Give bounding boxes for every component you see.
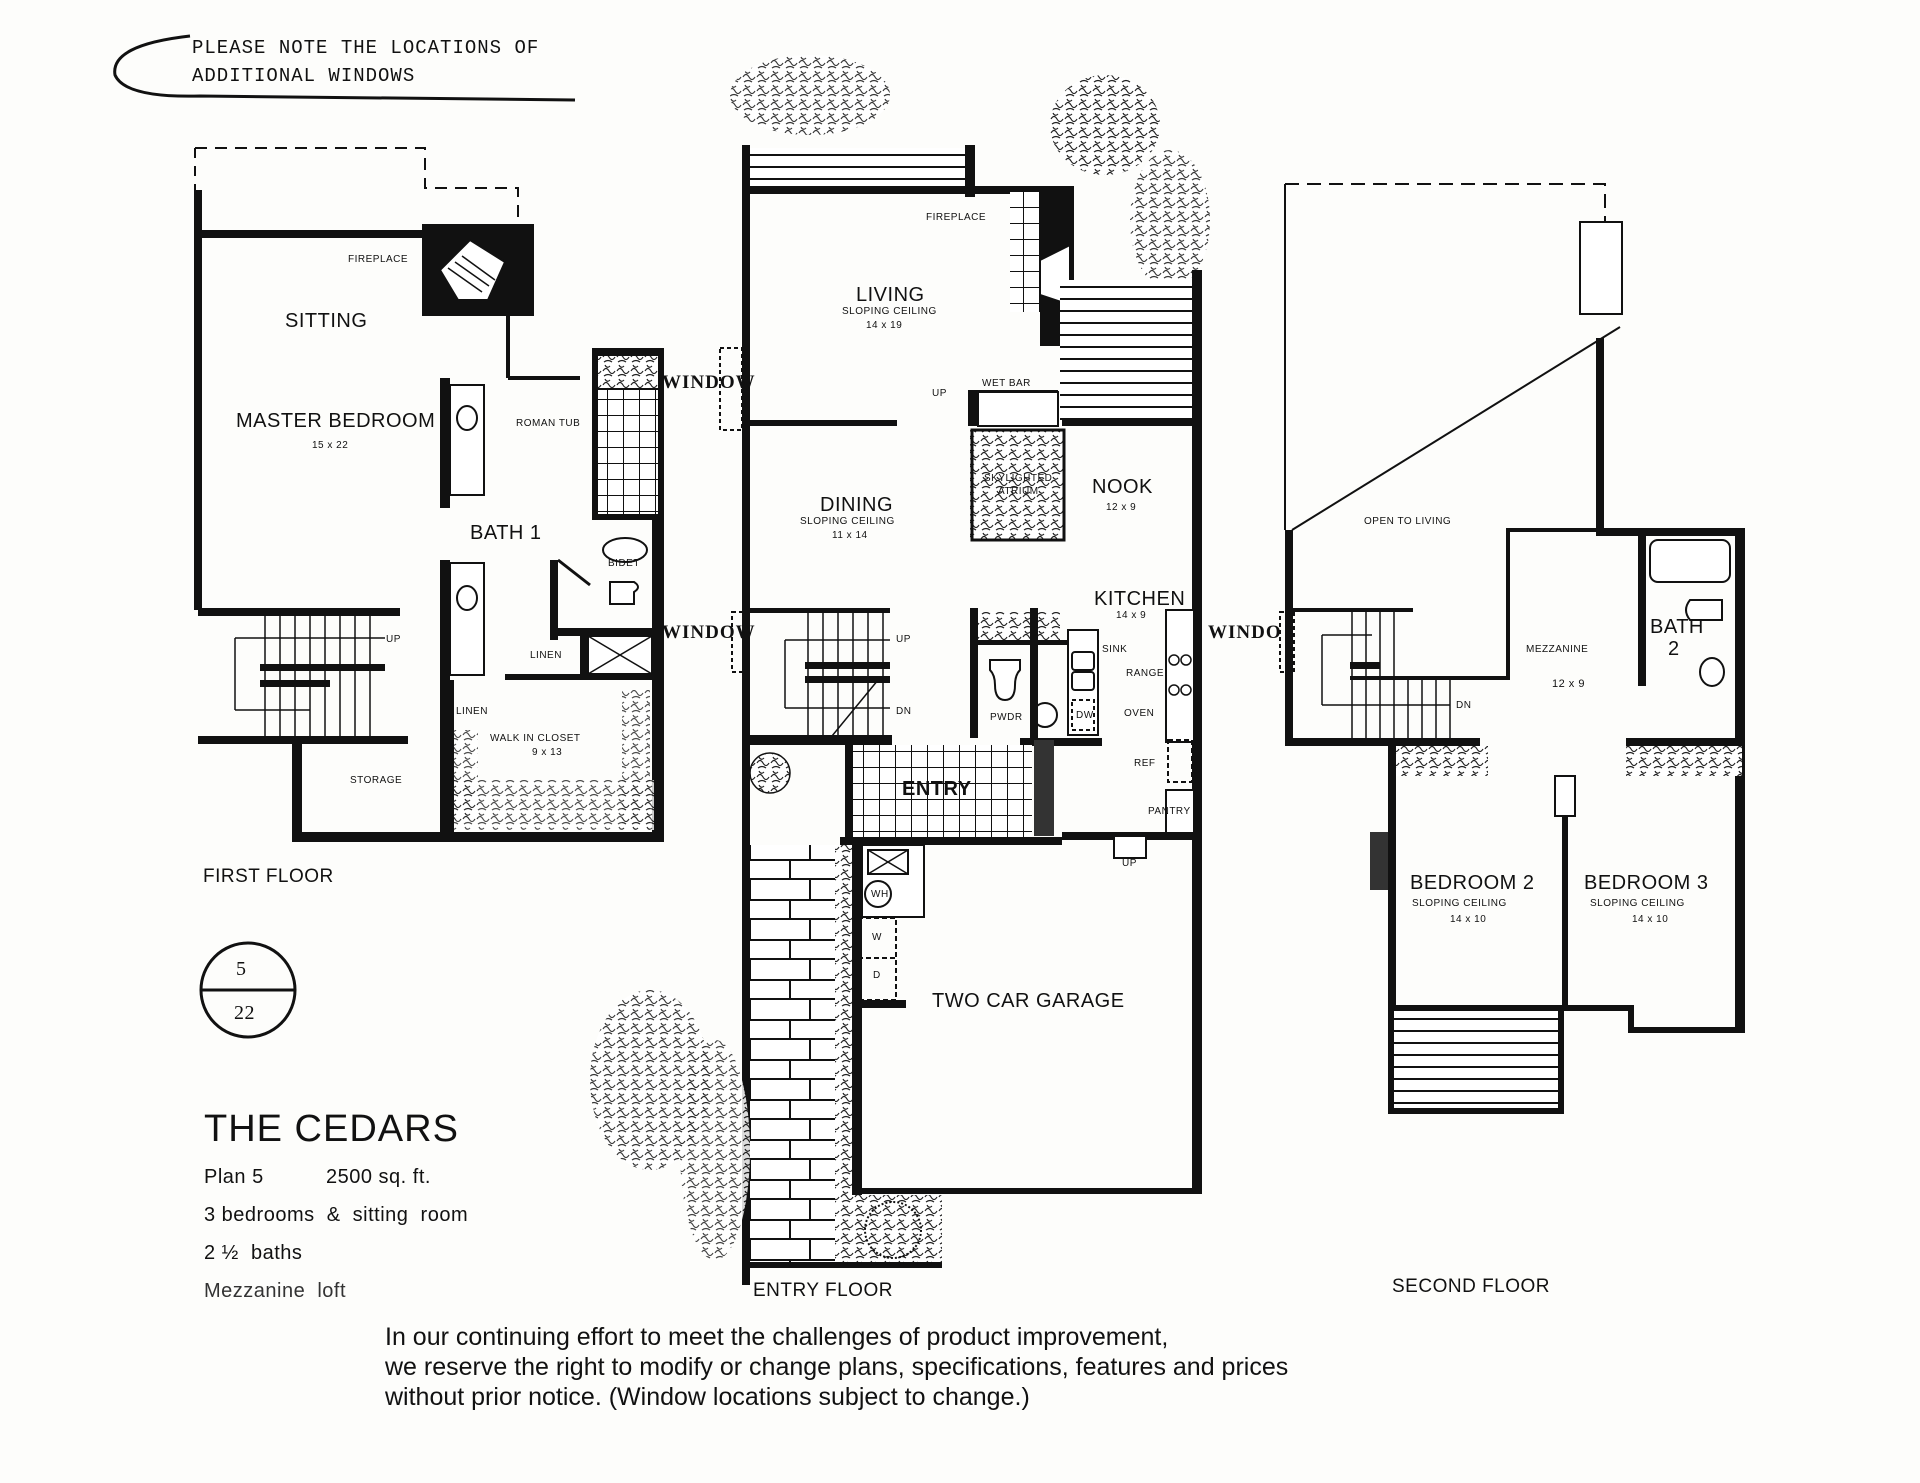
dining-ceiling-label: SLOPING CEILING (800, 516, 895, 527)
second-stair-dn-label: DN (1456, 700, 1472, 711)
bath2-label-1: BATH (1650, 616, 1704, 638)
master-bedroom-size: 15 x 22 (312, 440, 349, 451)
disclaimer-line2: we reserve the right to modify or change… (385, 1353, 1289, 1381)
bedroom3-ceiling-label: SLOPING CEILING (1590, 898, 1685, 909)
entry-label: ENTRY (902, 778, 972, 800)
plan-area: 2500 sq. ft. (326, 1166, 431, 1188)
walk-in-closet-label: WALK IN CLOSET (490, 733, 581, 744)
entry-floor-plan (590, 55, 1210, 1285)
dining-label: DINING (820, 494, 893, 516)
first-floor-title: FIRST FLOOR (203, 866, 334, 887)
disclaimer: In our continuing effort to meet the cha… (385, 1322, 1288, 1412)
window-note-line2: ADDITIONAL WINDOWS (192, 65, 416, 87)
living-size: 14 x 19 (866, 320, 903, 331)
disclaimer-line1: In our continuing effort to meet the cha… (385, 1323, 1169, 1351)
bedroom3-size: 14 x 10 (1632, 914, 1669, 925)
bedroom3-label: BEDROOM 3 (1584, 872, 1709, 894)
oven-label: OVEN (1124, 708, 1155, 719)
bedroom2-label: BEDROOM 2 (1410, 872, 1535, 894)
pwdr-label: PWDR (990, 712, 1023, 723)
first-floor-plan (194, 147, 664, 842)
plan-baths: 2 ½ baths (204, 1242, 303, 1264)
garage-up-label: UP (1122, 858, 1137, 869)
walk-in-closet-size: 9 x 13 (532, 747, 563, 758)
entry-floor-title: ENTRY FLOOR (753, 1280, 893, 1301)
range-label: RANGE (1126, 668, 1165, 679)
living-up-label: UP (932, 388, 947, 399)
second-floor-title: SECOND FLOOR (1392, 1276, 1551, 1297)
plan-badge-bottom: 22 (234, 1002, 255, 1024)
kitchen-label: KITCHEN (1094, 588, 1186, 610)
roman-tub-label: ROMAN TUB (516, 418, 581, 429)
nook-label: NOOK (1092, 476, 1153, 498)
bedroom2-ceiling-label: SLOPING CEILING (1412, 898, 1507, 909)
living-ceiling-label: SLOPING CEILING (842, 306, 937, 317)
open-to-living-label: OPEN TO LIVING (1364, 516, 1452, 527)
plan-badge-top: 5 (236, 958, 247, 980)
master-bedroom-label: MASTER BEDROOM (236, 410, 436, 432)
disclaimer-line3: without prior notice. (Window locations … (385, 1383, 1030, 1411)
note-swoosh (113, 34, 576, 102)
wet-bar-label: WET BAR (982, 378, 1031, 389)
linen-label-2: LINEN (456, 706, 488, 717)
mezzanine-label: MEZZANINE (1526, 644, 1589, 655)
window-label-stair: WINDOW (662, 622, 756, 643)
entry-stair-up-label: UP (896, 634, 911, 645)
sink-label: SINK (1102, 644, 1128, 655)
washer-label: W (872, 932, 882, 943)
sitting-label: SITTING (285, 310, 368, 332)
dw-label: DW (1076, 710, 1094, 721)
nook-size: 12 x 9 (1106, 502, 1137, 513)
bedroom2-size: 14 x 10 (1450, 914, 1487, 925)
second-floor-plan (1284, 183, 1745, 1114)
plan-title: THE CEDARS (204, 1108, 459, 1150)
living-label: LIVING (856, 284, 925, 306)
linen-label-1: LINEN (530, 650, 562, 661)
bidet-label: BIDET (608, 558, 640, 569)
window-label-master-bath: WINDOW (662, 372, 756, 393)
first-fireplace-label: FIREPLACE (348, 254, 409, 265)
atrium-label-1: SKYLIGHTED (984, 473, 1053, 484)
dryer-label: D (873, 970, 881, 981)
living-fireplace-label: FIREPLACE (926, 212, 987, 223)
dining-size: 11 x 14 (832, 530, 868, 541)
window-label-kitchen: WINDO (1208, 622, 1282, 643)
mezzanine-size: 12 x 9 (1552, 678, 1585, 690)
garage-label: TWO CAR GARAGE (932, 990, 1125, 1012)
first-stair-up-label: UP (386, 634, 401, 645)
kitchen-size: 14 x 9 (1116, 610, 1147, 621)
atrium-label-2: ATRIUM (998, 486, 1039, 497)
window-note-line1: PLEASE NOTE THE LOCATIONS OF (192, 37, 540, 59)
window-note: PLEASE NOTE THE LOCATIONS OF ADDITIONAL … (192, 34, 539, 90)
plan-bedrooms: 3 bedrooms & sitting room (204, 1204, 469, 1226)
water-heater-label: WH (871, 889, 889, 900)
storage-label: STORAGE (350, 775, 403, 786)
entry-stair-dn-label: DN (896, 706, 912, 717)
ref-label: REF (1134, 758, 1156, 769)
pantry-label: PANTRY (1148, 806, 1191, 817)
plan-extra: Mezzanine loft (204, 1280, 347, 1302)
bath2-label-2: 2 (1668, 638, 1680, 660)
bath1-label: BATH 1 (470, 522, 542, 544)
plan-number: Plan 5 (204, 1166, 264, 1188)
